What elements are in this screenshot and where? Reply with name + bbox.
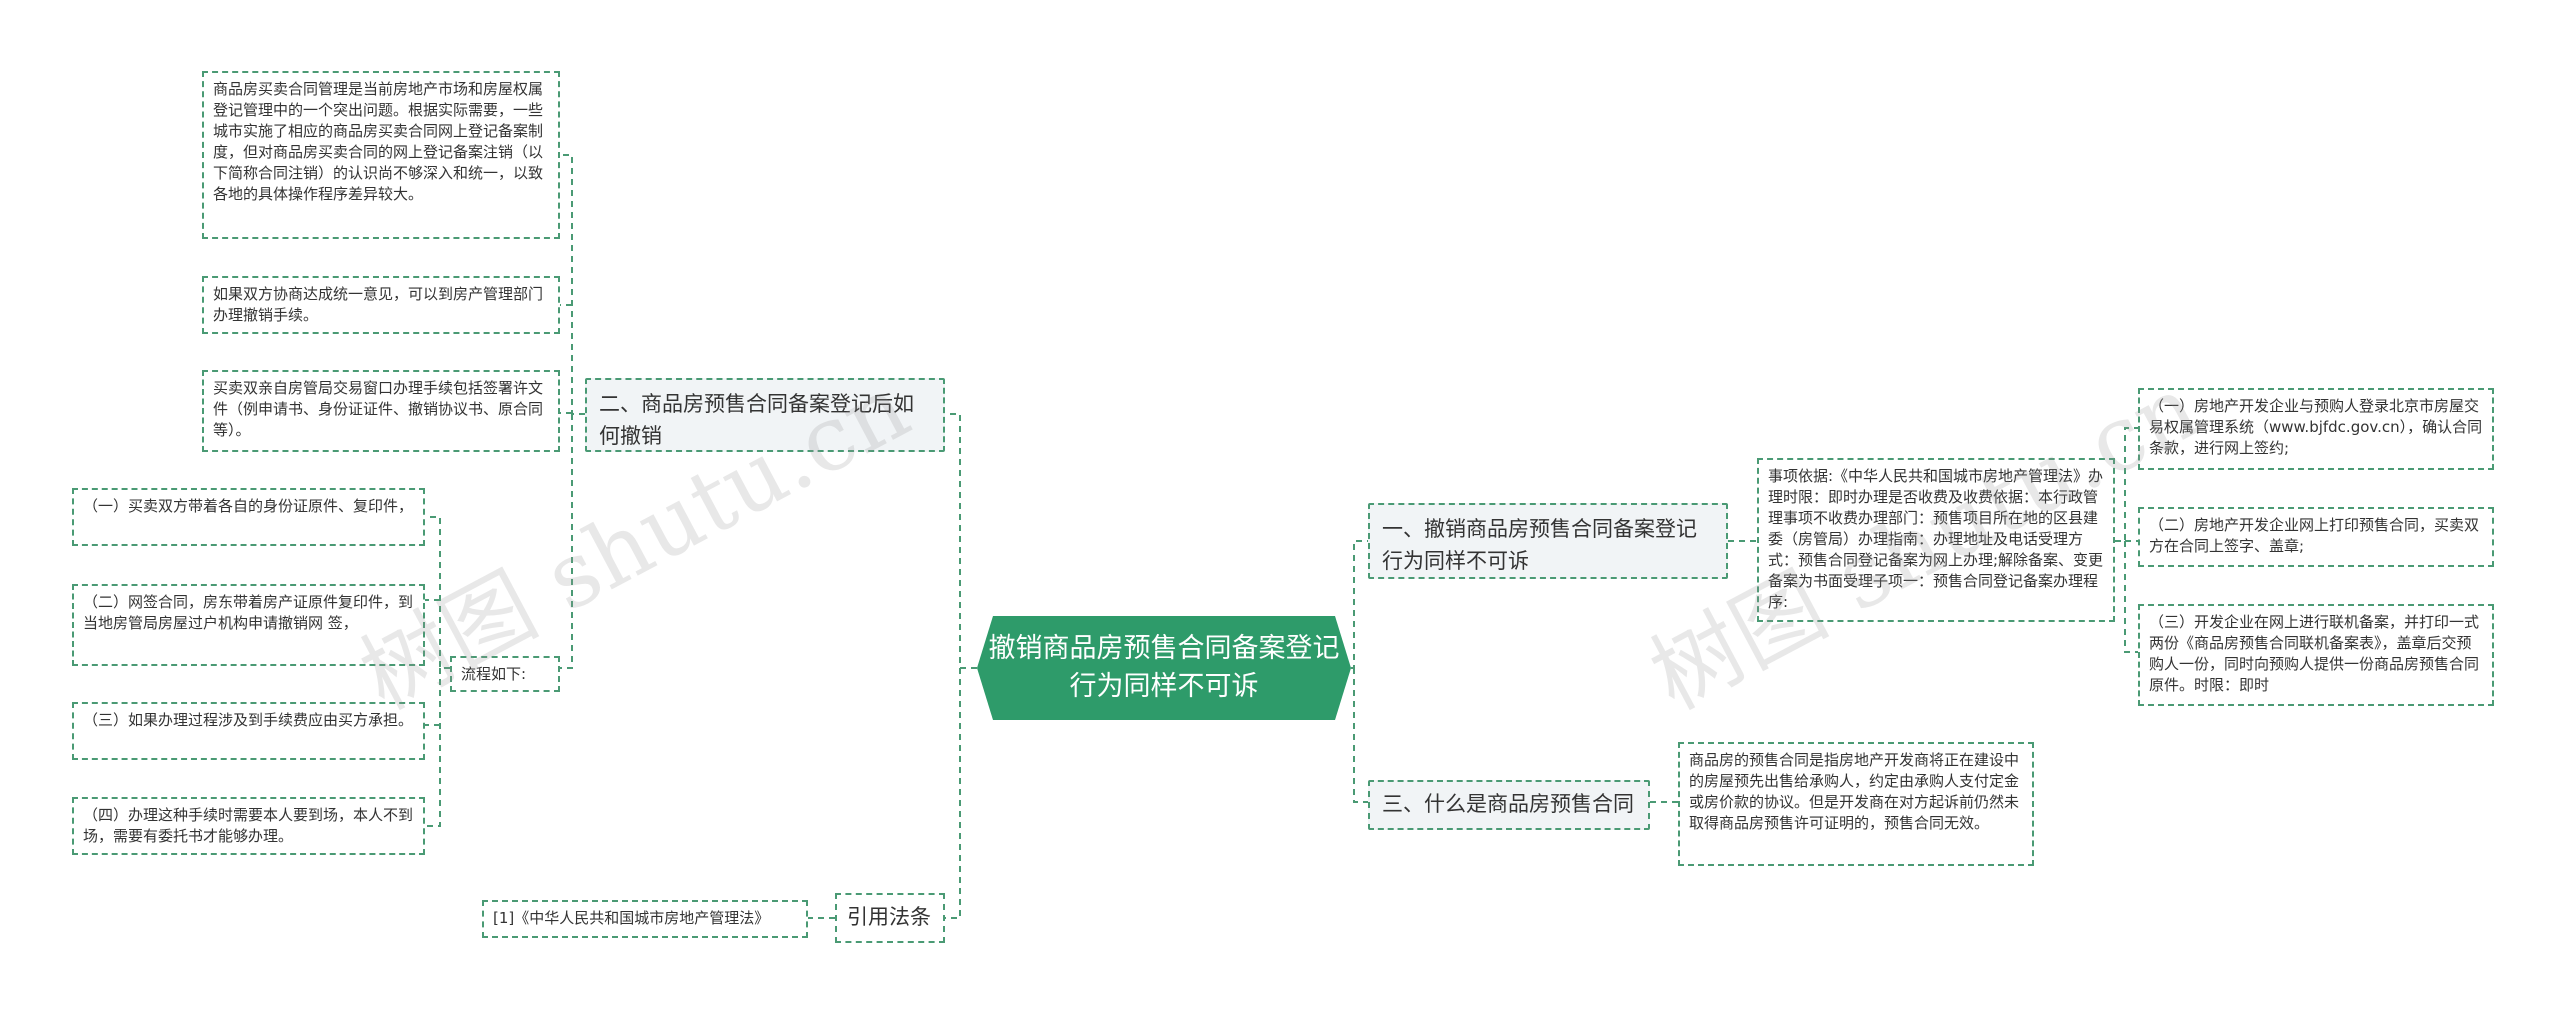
step-text: （三）如果办理过程涉及到手续费应由买方承担。	[83, 711, 414, 729]
note-negotiation[interactable]: 如果双方协商达成统一意见，可以到房产管理部门办理撤销手续。	[202, 276, 560, 334]
note-legal-basis[interactable]: 事项依据:《中华人民共和国城市房地产管理法》办理时限：即时办理是否收费及收费依据…	[1757, 458, 2115, 622]
step-text: （四）办理这种手续时需要本人要到场，本人不到场，需要有委托书才能够办理。	[83, 806, 414, 845]
branch-not-actionable[interactable]: 一、撤销商品房预售合同备案登记行为同样不可诉	[1368, 503, 1728, 579]
step-text: （三）开发企业在网上进行联机备案，并打印一式两份《商品房预售合同联机备案表》，盖…	[2149, 613, 2480, 694]
citation-title: 引用法条	[847, 905, 931, 929]
branch-title: 一、撤销商品房预售合同备案登记行为同样不可诉	[1382, 517, 1697, 573]
step-text: （一）房地产开发企业与预购人登录北京市房屋交易权属管理系统（www.bjfdc.…	[2149, 397, 2483, 457]
flow-step-3[interactable]: （三）如果办理过程涉及到手续费应由买方承担。	[72, 702, 425, 760]
note-text: 买卖双亲自房管局交易窗口办理手续包括签署许文件（例申请书、身份证证件、撤销协议书…	[213, 379, 544, 439]
procedure-step-3[interactable]: （三）开发企业在网上进行联机备案，并打印一式两份《商品房预售合同联机备案表》，盖…	[2138, 604, 2494, 706]
note-text: 事项依据:《中华人民共和国城市房地产管理法》办理时限：即时办理是否收费及收费依据…	[1768, 467, 2104, 611]
procedure-step-2[interactable]: （二）房地产开发企业网上打印预售合同，买卖双方在合同上签字、盖章;	[2138, 507, 2494, 567]
step-text: （二）房地产开发企业网上打印预售合同，买卖双方在合同上签字、盖章;	[2149, 516, 2480, 555]
branch-citation[interactable]: 引用法条	[835, 893, 945, 943]
branch-what-is-presale[interactable]: 三、什么是商品房预售合同	[1368, 780, 1650, 830]
step-text: （二）网签合同，房东带着房产证原件复印件，到当地房管局房屋过户机构申请撤销网 签…	[83, 593, 414, 632]
root-title: 撤销商品房预售合同备案登记行为同样不可诉	[988, 633, 1340, 702]
note-text: 如果双方协商达成统一意见，可以到房产管理部门办理撤销手续。	[213, 285, 544, 324]
branch-title: 二、商品房预售合同备案登记后如何撤销	[599, 392, 914, 448]
note-contract-management[interactable]: 商品房买卖合同管理是当前房地产市场和房屋权属登记管理中的一个突出问题。根据实际需…	[202, 71, 560, 239]
flow-step-4[interactable]: （四）办理这种手续时需要本人要到场，本人不到场，需要有委托书才能够办理。	[72, 797, 425, 855]
note-presale-definition[interactable]: 商品房的预售合同是指房地产开发商将正在建设中的房屋预先出售给承购人，约定由承购人…	[1678, 742, 2034, 866]
flow-label[interactable]: 流程如下:	[450, 656, 560, 692]
root-topic[interactable]: 撤销商品房预售合同备案登记行为同样不可诉	[977, 616, 1351, 720]
flow-label-text: 流程如下:	[461, 665, 527, 683]
branch-title: 三、什么是商品房预售合同	[1382, 792, 1634, 816]
flow-step-2[interactable]: （二）网签合同，房东带着房产证原件复印件，到当地房管局房屋过户机构申请撤销网 签…	[72, 584, 425, 666]
branch-how-to-cancel[interactable]: 二、商品房预售合同备案登记后如何撤销	[585, 378, 945, 452]
note-text: 商品房的预售合同是指房地产开发商将正在建设中的房屋预先出售给承购人，约定由承购人…	[1689, 751, 2020, 832]
note-window-procedure[interactable]: 买卖双亲自房管局交易窗口办理手续包括签署许文件（例申请书、身份证证件、撤销协议书…	[202, 370, 560, 452]
flow-step-1[interactable]: （一）买卖双方带着各自的身份证原件、复印件，	[72, 488, 425, 546]
citation-ref[interactable]: [1]《中华人民共和国城市房地产管理法》	[482, 900, 808, 938]
procedure-step-1[interactable]: （一）房地产开发企业与预购人登录北京市房屋交易权属管理系统（www.bjfdc.…	[2138, 388, 2494, 470]
note-text: 商品房买卖合同管理是当前房地产市场和房屋权属登记管理中的一个突出问题。根据实际需…	[213, 80, 544, 203]
step-text: （一）买卖双方带着各自的身份证原件、复印件，	[83, 497, 414, 515]
citation-ref-text: [1]《中华人民共和国城市房地产管理法》	[493, 909, 770, 927]
